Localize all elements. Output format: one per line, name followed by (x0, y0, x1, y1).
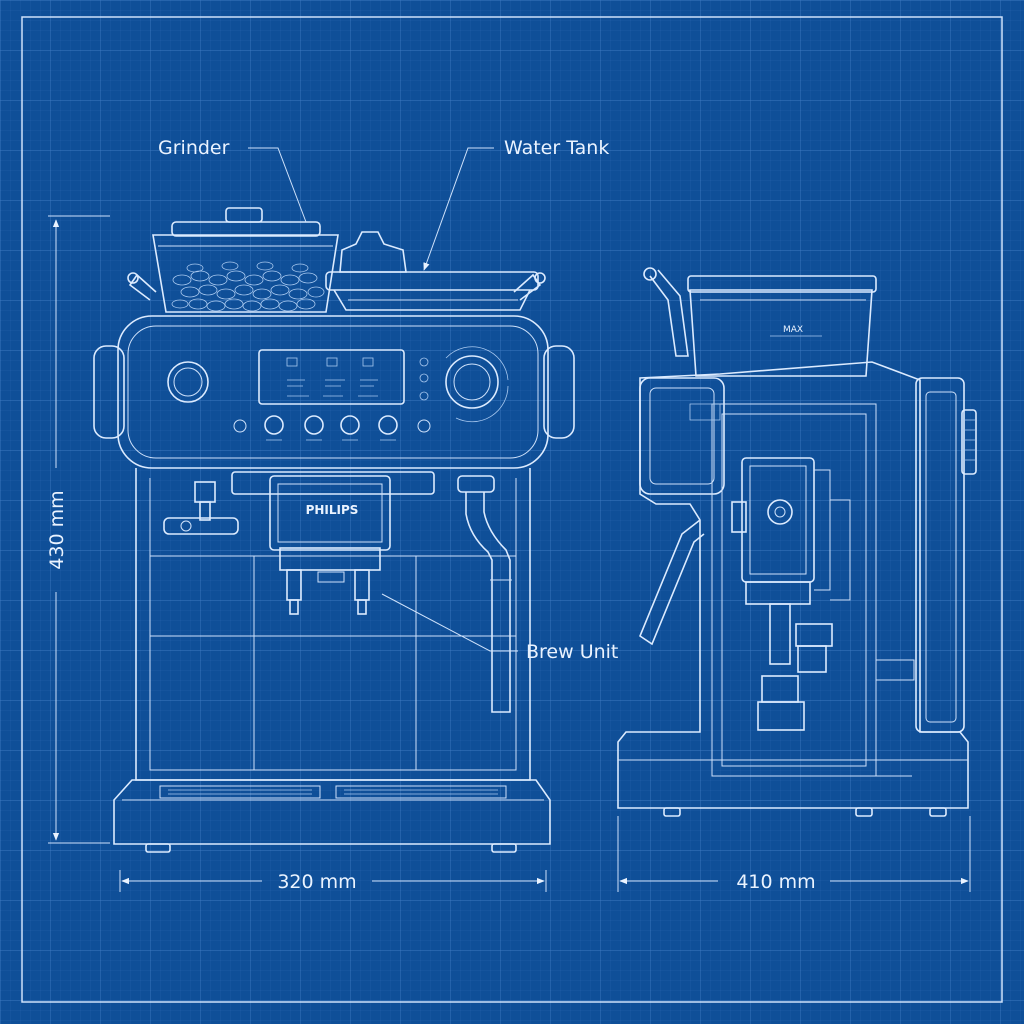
grinder-hopper (127, 207, 546, 313)
callout-grinder (248, 147, 307, 223)
drip-tray (113, 779, 551, 853)
front-view (93, 207, 575, 853)
label-water-tank: Water Tank (504, 137, 609, 159)
dimension-side-depth (617, 816, 971, 892)
sheet-border (21, 16, 1003, 1003)
dimension-side-depth-label: 410 mm (736, 871, 815, 893)
brand-label: PHILIPS (306, 503, 359, 517)
dimension-front-width-label: 320 mm (277, 871, 356, 893)
water-tank-top (325, 231, 539, 311)
coffee-beans (171, 261, 325, 312)
callout-brew-unit (381, 593, 518, 652)
label-brew-unit: Brew Unit (526, 641, 618, 663)
dimension-height-label: 430 mm (46, 490, 68, 569)
label-grinder: Grinder (158, 137, 230, 159)
machine-body (135, 468, 531, 781)
control-panel (93, 315, 575, 469)
callout-water-tank (423, 147, 494, 271)
side-view: MAX (617, 267, 977, 817)
dimension-height (48, 215, 110, 844)
max-mark: MAX (783, 325, 803, 335)
dimension-front-width (119, 870, 547, 892)
